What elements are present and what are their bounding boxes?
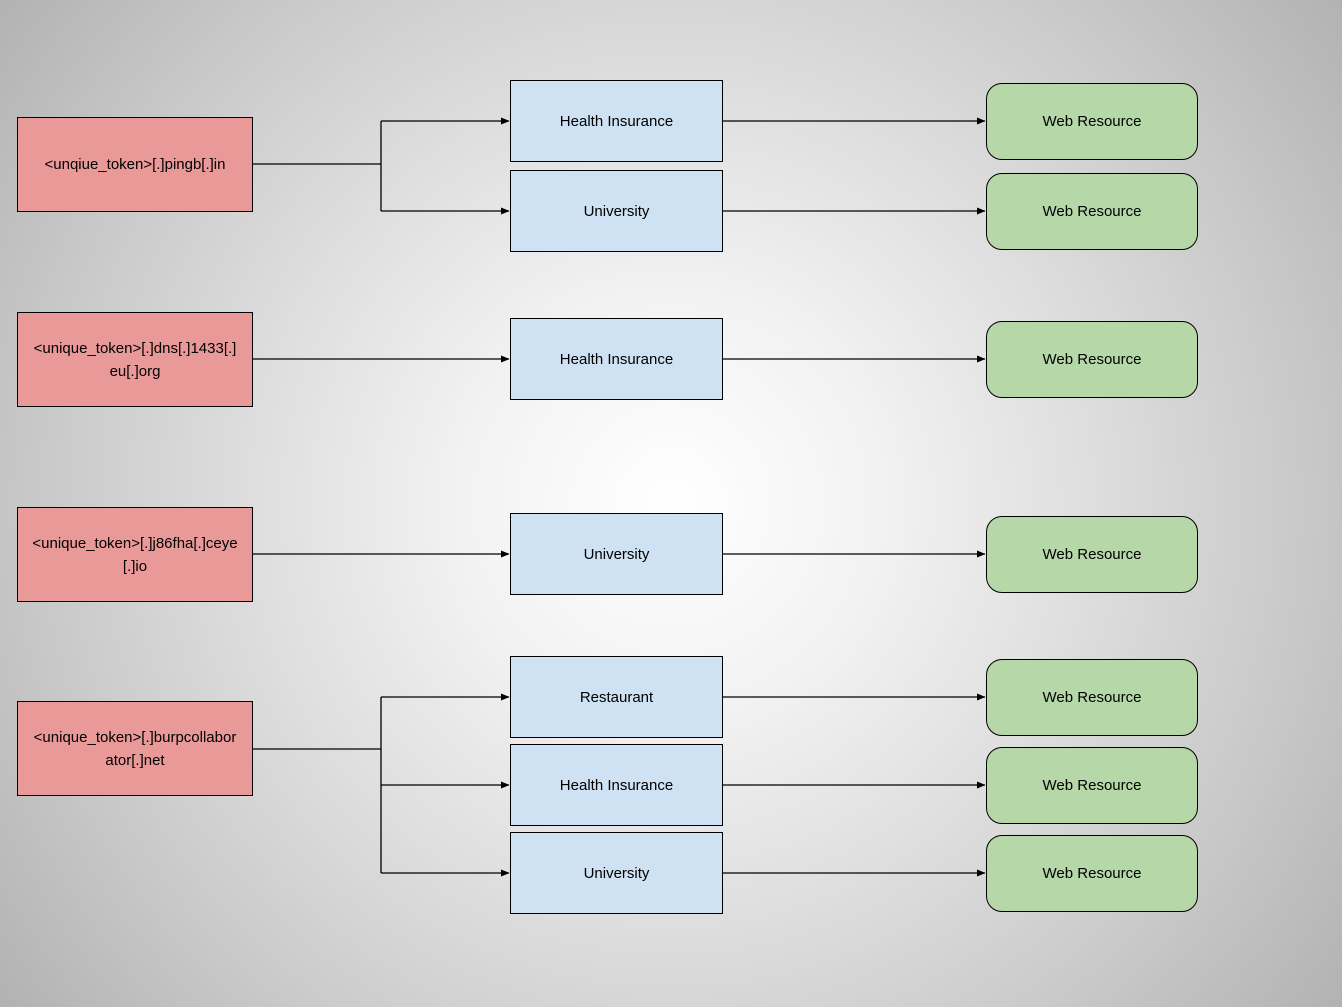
category-node-2: University bbox=[510, 170, 723, 252]
category-node-5: Restaurant bbox=[510, 656, 723, 738]
resource-node-1: Web Resource bbox=[986, 83, 1198, 160]
category-node-7: University bbox=[510, 832, 723, 914]
source-node-2: <unique_token>[.]dns[.]1433[.]eu[.]org bbox=[17, 312, 253, 407]
resource-node-7: Web Resource bbox=[986, 835, 1198, 912]
category-node-1: Health Insurance bbox=[510, 80, 723, 162]
category-node-4: University bbox=[510, 513, 723, 595]
resource-node-3: Web Resource bbox=[986, 321, 1198, 398]
category-node-3: Health Insurance bbox=[510, 318, 723, 400]
category-node-6: Health Insurance bbox=[510, 744, 723, 826]
resource-node-2: Web Resource bbox=[986, 173, 1198, 250]
resource-node-4: Web Resource bbox=[986, 516, 1198, 593]
source-node-4: <unique_token>[.]burpcollaborator[.]net bbox=[17, 701, 253, 796]
source-node-1: <unqiue_token>[.]pingb[.]in bbox=[17, 117, 253, 212]
source-node-3: <unique_token>[.]j86fha[.]ceye[.]io bbox=[17, 507, 253, 602]
resource-node-6: Web Resource bbox=[986, 747, 1198, 824]
resource-node-5: Web Resource bbox=[986, 659, 1198, 736]
